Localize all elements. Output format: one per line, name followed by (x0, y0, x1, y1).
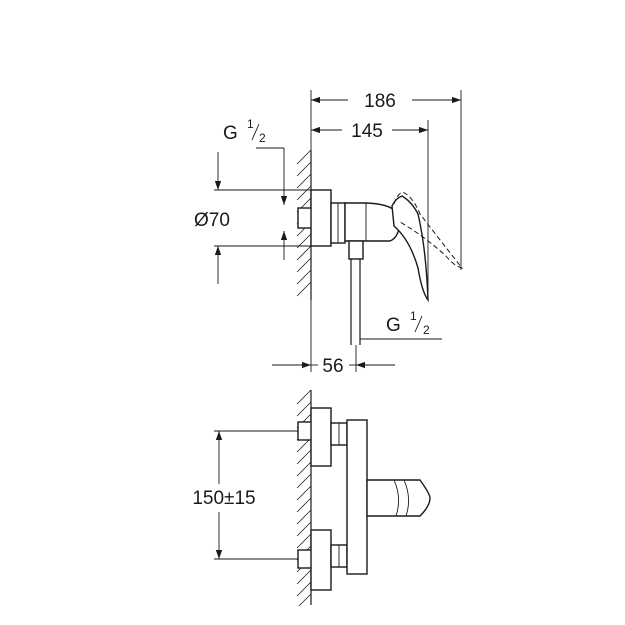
svg-text:1: 1 (410, 309, 417, 323)
lower-rosette (310, 529, 332, 591)
outlet-nut (348, 240, 364, 260)
svg-text:1: 1 (247, 117, 254, 131)
side-view: 186 145 G 1 2 Ø70 G 1 2 (194, 90, 464, 377)
dim-center-distance: 150±15 (192, 488, 255, 509)
thread-label-top: G 1 2 (223, 117, 266, 145)
svg-text:G: G (223, 123, 238, 144)
dim-handle-depth: 145 (351, 121, 383, 142)
lower-wall-connector (297, 549, 313, 569)
svg-text:G: G (386, 315, 401, 336)
dim-rosette-diameter: Ø70 (194, 210, 230, 231)
dim-wall-offset: 56 (322, 356, 343, 377)
svg-text:2: 2 (423, 323, 430, 337)
front-view: 150±15 (192, 389, 431, 607)
rosette (310, 189, 332, 247)
upper-wall-connector (297, 421, 313, 441)
lever-open-position (393, 191, 464, 269)
thread-label-bottom: G 1 2 (386, 309, 430, 337)
lever-handle (391, 195, 429, 303)
upper-rosette (310, 407, 332, 467)
wall-connector (297, 207, 313, 229)
mixer-front-body (346, 419, 368, 575)
svg-text:2: 2 (259, 131, 266, 145)
dim-overall-depth: 186 (364, 91, 396, 112)
